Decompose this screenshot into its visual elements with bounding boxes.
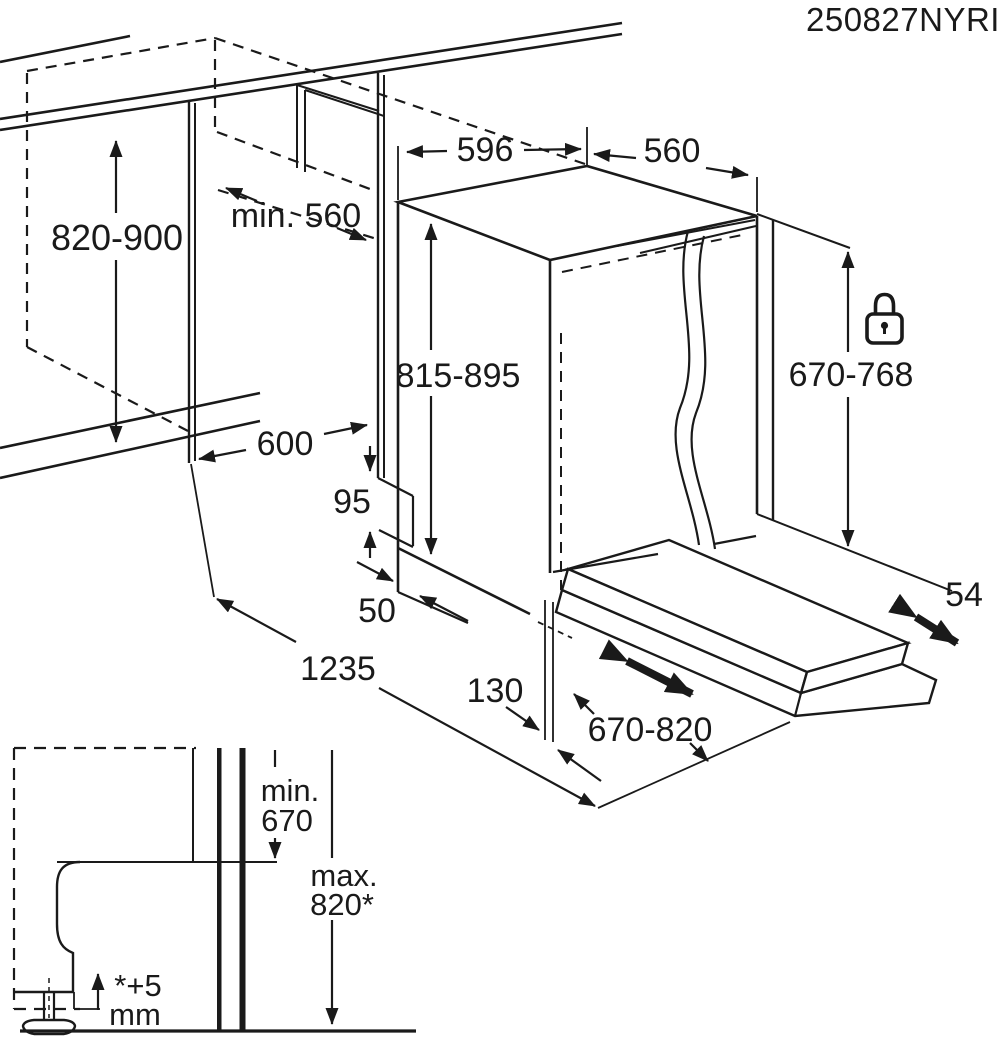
appliance-body: [393, 164, 953, 639]
dim-appliance-height: 815-895: [396, 357, 521, 395]
slide-direction-arrows: [598, 593, 960, 698]
extension-lines: [190, 127, 791, 809]
dim-sliding-panel-height: 670-820: [588, 711, 713, 749]
plinth-detail-inset: [12, 746, 416, 1036]
lock-icon: [865, 292, 904, 345]
sliding-door-panel-lowered: [554, 538, 938, 718]
inset-tolerance-unit: mm: [109, 997, 161, 1032]
dim-cabinet-height: 820-900: [51, 217, 183, 258]
dim-total-depth-open: 1235: [300, 650, 376, 688]
drawing-code: 250827NYRI: [806, 1, 1000, 38]
dim-plinth-recess: 50: [358, 592, 396, 630]
inset-max-value: 820*: [310, 887, 374, 922]
adjustable-foot: [21, 978, 77, 1036]
dim-door-panel-height: 670-768: [789, 356, 914, 394]
dim-slide-travel: 54: [945, 576, 983, 614]
dim-plinth-height: 95: [333, 483, 371, 521]
dim-plinth-to-panel: 130: [467, 672, 524, 710]
cabinet-run: [0, 21, 623, 548]
panel-section-bar: [239, 748, 246, 1031]
dim-niche-width: 600: [257, 425, 314, 463]
inset-tolerance-value: *+5: [114, 968, 161, 1003]
dim-niche-depth: min. 560: [231, 197, 361, 235]
inset-min-value: 670: [261, 803, 313, 838]
dimension-lines: [109, 140, 855, 807]
dim-appliance-width: 596: [457, 131, 514, 169]
dim-appliance-depth: 560: [644, 132, 701, 170]
panel-section-bar: [217, 748, 222, 1031]
inset-max-label: max.: [310, 858, 377, 893]
inset-min-label: min.: [261, 773, 320, 808]
